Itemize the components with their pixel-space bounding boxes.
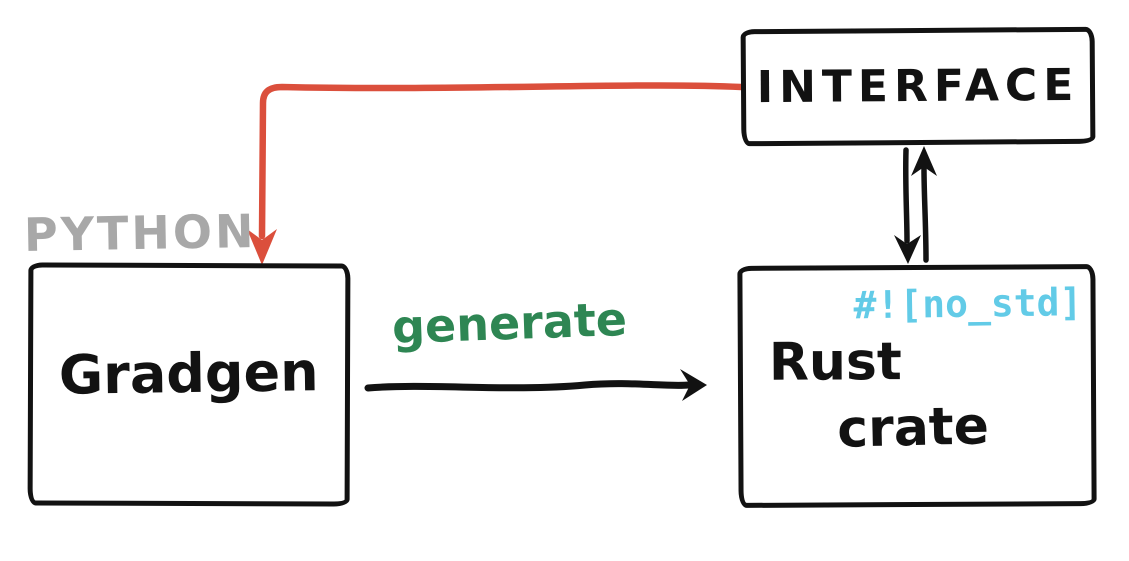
generate-arrow — [364, 369, 707, 401]
rust-crate-label-line2: crate — [836, 396, 990, 460]
interface-node-label: INTERFACE — [756, 59, 1080, 114]
python-language-tag: PYTHON — [23, 203, 257, 263]
gradgen-node: Gradgen — [27, 262, 351, 507]
rust-to-interface-arrow — [911, 146, 937, 263]
interface-to-gradgen-arrow — [247, 82, 745, 265]
rust-crate-node: #![no_std] Rust crate — [737, 264, 1097, 508]
arrowhead-up-icon — [911, 146, 937, 176]
arrowhead-down-icon — [894, 235, 921, 264]
gradgen-node-label: Gradgen — [58, 340, 320, 407]
arrowhead-right-icon — [680, 369, 707, 401]
interface-to-rust-arrow — [894, 147, 921, 264]
no-std-attribute-label: #![no_std] — [853, 280, 1083, 328]
generate-edge-label: generate — [391, 291, 628, 355]
interface-node: INTERFACE — [740, 26, 1096, 147]
rust-crate-label-line1: Rust — [768, 332, 902, 393]
